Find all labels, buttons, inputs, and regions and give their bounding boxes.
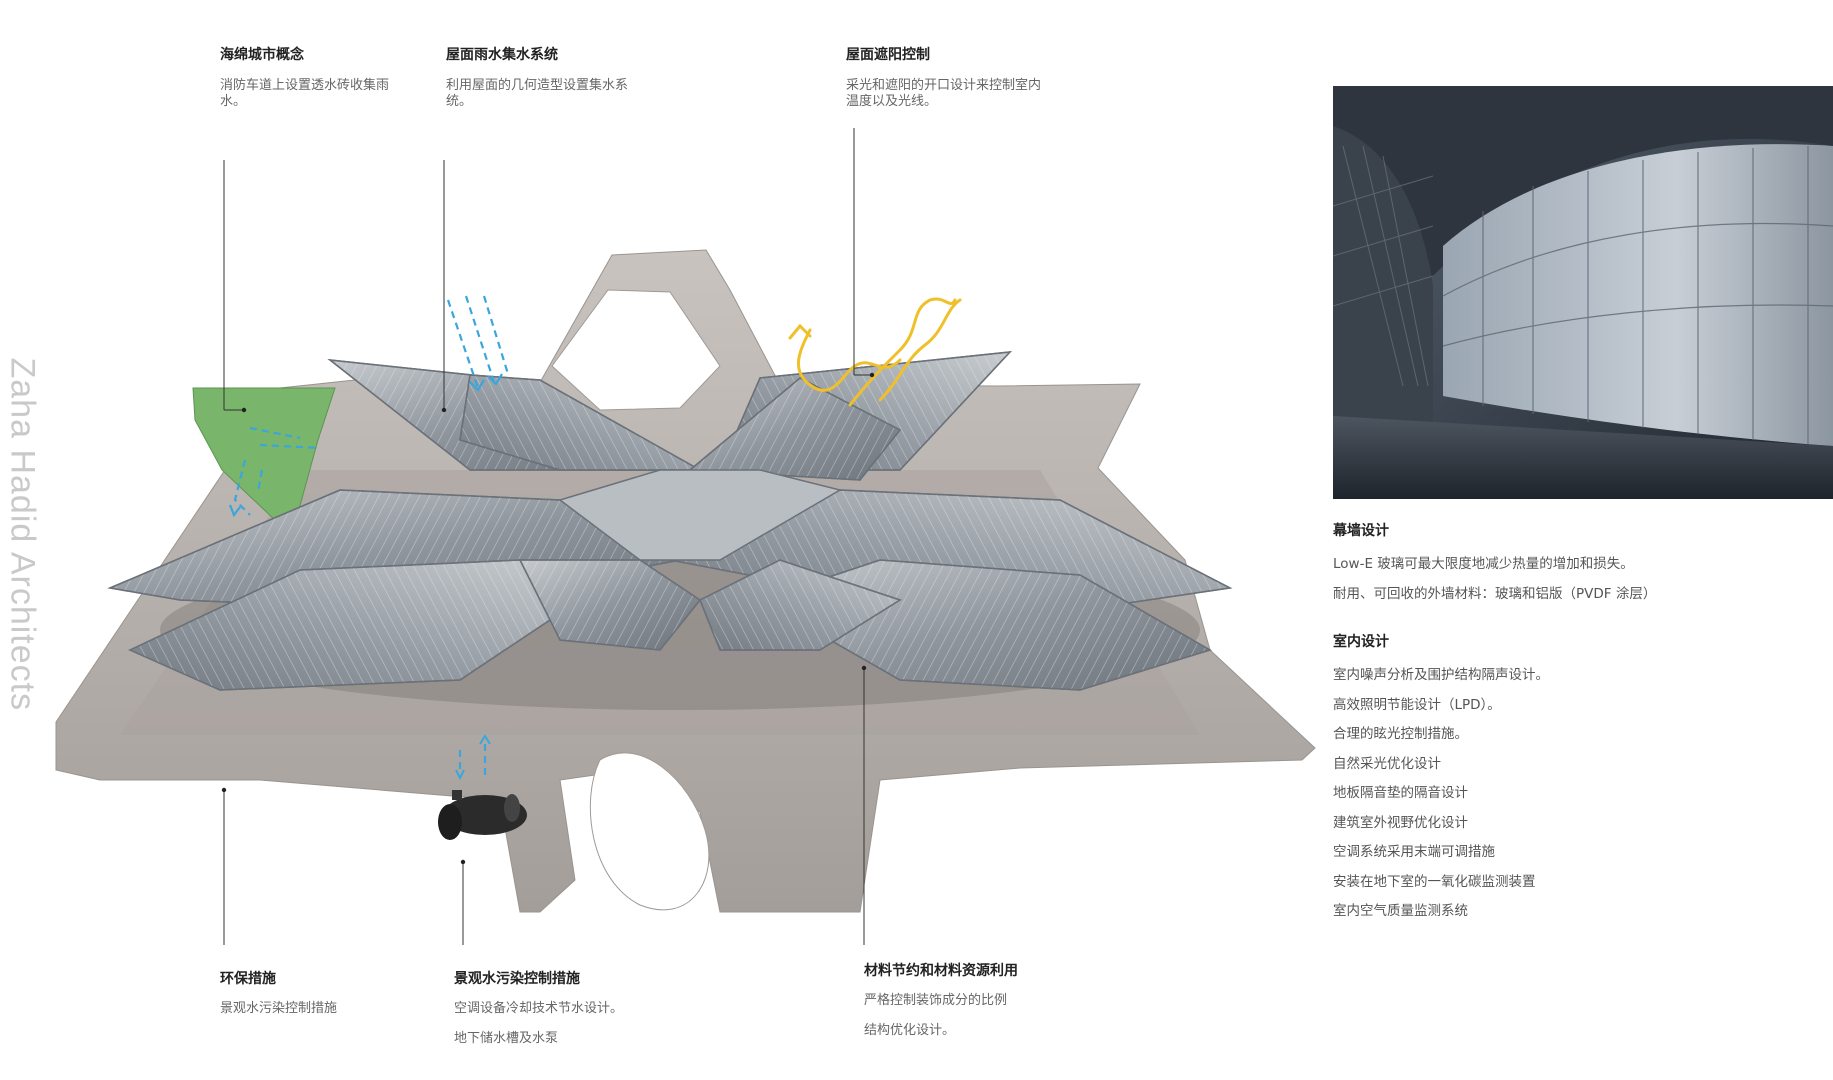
callout-description: 利用屋面的几何造型设置集水系统。 bbox=[446, 78, 629, 109]
interior-line: 自然采光优化设计 bbox=[1333, 755, 1441, 772]
design-notes-panel: 幕墙设计 Low-E 玻璃可最大限度地减少热量的增加和损失。 耐用、可回收的外墙… bbox=[1333, 520, 1813, 927]
interior-line: 合理的眩光控制措施。 bbox=[1333, 726, 1468, 742]
callout-line: 严格控制装饰成分的比例 bbox=[864, 993, 1008, 1008]
interior-curtain-wall-photo bbox=[1333, 86, 1833, 499]
callout-title: 环保措施 bbox=[220, 971, 276, 987]
interior-line: 地板隔音垫的隔音设计 bbox=[1333, 785, 1468, 801]
building-axonometric-diagram bbox=[55, 128, 1316, 945]
callout-title: 屋面雨水集水系统 bbox=[446, 47, 558, 63]
callout-landscape-water: 景观水污染控制措施 空调设备冷却技术节水设计。 地下储水槽及水泵 bbox=[454, 968, 623, 1054]
callout-description: 消防车道上设置透水砖收集雨水。 bbox=[220, 78, 390, 109]
water-tank-icon bbox=[438, 734, 527, 840]
callout-environmental-measures: 环保措施 景观水污染控制措施 bbox=[220, 968, 337, 1024]
interior-line: 室内空气质量监测系统 bbox=[1333, 903, 1468, 919]
callout-title: 材料节约和材料资源利用 bbox=[864, 963, 1018, 979]
curtain-wall-line: 耐用、可回收的外墙材料：玻璃和铝版（PVDF 涂层） bbox=[1333, 585, 1657, 602]
interior-line: 安装在地下室的一氧化碳监测装置 bbox=[1333, 873, 1536, 890]
callout-title: 海绵城市概念 bbox=[220, 47, 304, 63]
callout-title: 屋面遮阳控制 bbox=[846, 47, 930, 63]
callout-line: 景观水污染控制措施 bbox=[220, 1001, 338, 1016]
callout-line: 地下储水槽及水泵 bbox=[454, 1031, 559, 1046]
leader-dots bbox=[221, 372, 875, 865]
callout-roof-rainwater: 屋面雨水集水系统 利用屋面的几何造型设置集水系统。 bbox=[446, 44, 646, 110]
callout-line: 结构优化设计。 bbox=[864, 1023, 956, 1038]
interior-line: 建筑室外视野优化设计 bbox=[1333, 814, 1468, 831]
curtain-wall-line: Low-E 玻璃可最大限度地减少热量的增加和损失。 bbox=[1333, 556, 1634, 572]
rain-arrows-icon bbox=[228, 295, 510, 518]
callout-materials: 材料节约和材料资源利用 严格控制装饰成分的比例 结构优化设计。 bbox=[864, 960, 1018, 1046]
callout-description: 采光和遮阳的开口设计来控制室内温度以及光线。 bbox=[846, 78, 1042, 109]
callout-sponge-city: 海绵城市概念 消防车道上设置透水砖收集雨水。 bbox=[220, 44, 390, 110]
callout-line: 空调设备冷却技术节水设计。 bbox=[454, 1001, 624, 1016]
roof-canopy bbox=[107, 351, 1233, 691]
interior-line: 空调系统采用末端可调措施 bbox=[1333, 844, 1495, 860]
interior-line: 室内噪声分析及围护结构隔声设计。 bbox=[1333, 667, 1549, 683]
callout-roof-shading: 屋面遮阳控制 采光和遮阳的开口设计来控制室内温度以及光线。 bbox=[846, 44, 1046, 110]
interior-title: 室内设计 bbox=[1333, 634, 1389, 650]
leader-lines bbox=[223, 128, 872, 945]
interior-line: 高效照明节能设计（LPD）。 bbox=[1333, 696, 1501, 713]
sun-rays-icon bbox=[788, 297, 962, 407]
callout-title: 景观水污染控制措施 bbox=[454, 971, 580, 987]
curtain-wall-title: 幕墙设计 bbox=[1333, 523, 1389, 539]
